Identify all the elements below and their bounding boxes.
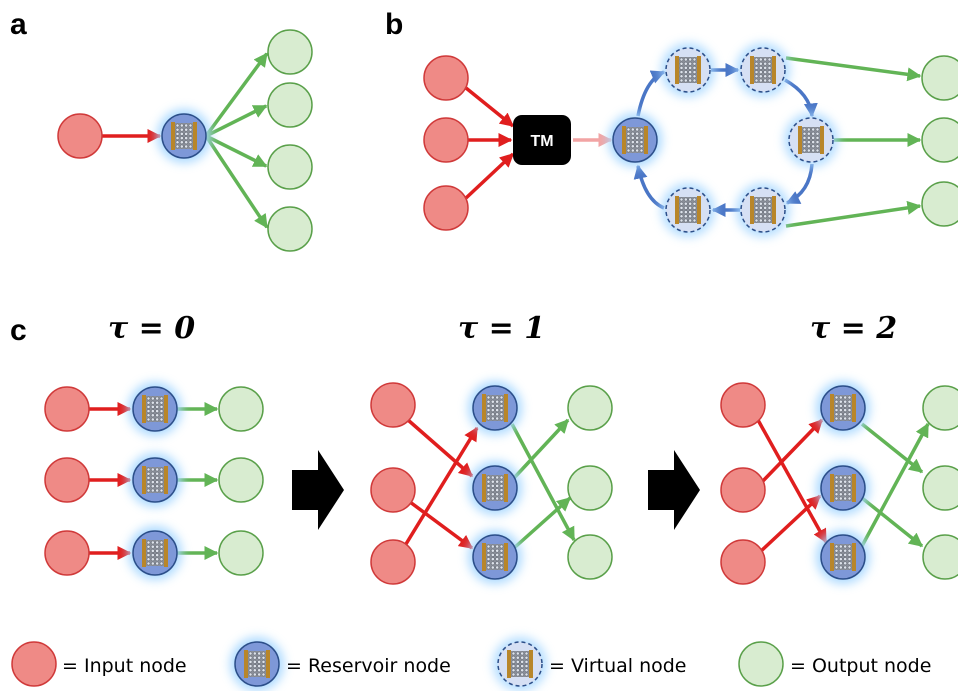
panel-label-c: c	[10, 314, 27, 347]
tau-label-1: τ = 1	[458, 311, 545, 346]
c1-reservoir-node-1	[468, 381, 522, 435]
b-virtual-node-5	[661, 183, 715, 237]
c1-green-arrow-3	[512, 496, 572, 550]
tau-label-0: τ = 0	[108, 311, 195, 346]
a-output-node-2	[267, 82, 313, 128]
transition-arrow-2	[648, 450, 700, 530]
transition-arrow-1	[292, 450, 344, 530]
a-output-node-4	[267, 206, 313, 252]
c1-green-arrow-2	[512, 418, 570, 480]
c0-input-node-1	[44, 386, 90, 432]
b-red-arrow-1	[464, 86, 515, 128]
nodes-layer	[44, 29, 958, 585]
c2-input-node-2	[720, 467, 766, 513]
b-virtual-node-2	[736, 43, 790, 97]
b-loop-arrow-3	[784, 78, 818, 118]
arrows-layer	[89, 52, 930, 560]
b-loop-arrow-1	[636, 70, 666, 117]
b-output-node-1	[921, 55, 958, 101]
c0-input-node-3	[44, 530, 90, 576]
c1-output-node-2	[567, 465, 613, 511]
b-output-node-3	[921, 181, 958, 227]
c2-red-arrow-1	[756, 419, 828, 544]
a-green-arrow-4	[204, 135, 269, 229]
legend-label-output: = Output node	[790, 655, 931, 677]
c1-red-arrow-2	[408, 500, 474, 550]
b-loop-arrow-4	[785, 163, 814, 205]
tm-box: TM	[513, 115, 571, 165]
c2-red-arrow-2	[758, 418, 824, 486]
legend-output-node-icon	[738, 641, 784, 687]
c2-output-node-2	[922, 465, 958, 511]
tm-label: TM	[530, 133, 553, 150]
c2-red-arrow-3	[758, 494, 822, 554]
panel-label-b: b	[385, 8, 403, 41]
b-input-node-1	[423, 55, 469, 101]
a-output-node-3	[267, 144, 313, 190]
c1-green-arrow-1	[510, 423, 576, 542]
a-green-arrow-3	[205, 134, 268, 168]
legend-input-node-icon	[11, 641, 57, 687]
c2-input-node-3	[720, 539, 766, 585]
c2-output-node-1	[922, 385, 958, 431]
c0-output-node-1	[218, 386, 264, 432]
c1-reservoir-node-2	[468, 461, 522, 515]
c1-red-arrow-1	[406, 418, 474, 478]
b-virtual-node-3	[784, 113, 838, 167]
c0-input-node-2	[44, 457, 90, 503]
b-input-node-3	[423, 185, 469, 231]
a-green-arrow-2	[205, 104, 268, 138]
a-reservoir-node	[157, 109, 211, 163]
a-output-node-1	[267, 29, 313, 75]
c0-output-node-2	[218, 457, 264, 503]
c1-output-node-3	[567, 534, 613, 580]
c0-reservoir-node-1	[128, 382, 182, 436]
c2-reservoir-node-2	[816, 461, 870, 515]
c0-reservoir-node-2	[128, 453, 182, 507]
b-virtual-node-1	[661, 43, 715, 97]
panel-label-a: a	[10, 8, 27, 41]
legend-label-input: = Input node	[62, 655, 187, 677]
a-green-arrow-1	[204, 52, 269, 138]
c2-green-arrow-2	[860, 496, 924, 548]
legend-virtual-node-icon	[493, 637, 547, 691]
c0-output-node-3	[218, 530, 264, 576]
c2-green-arrow-1	[860, 422, 924, 474]
c2-input-node-1	[720, 382, 766, 428]
b-virtual-node-4	[736, 183, 790, 237]
b-loop-arrow-6	[633, 164, 665, 210]
c1-reservoir-node-3	[468, 530, 522, 584]
c1-input-node-1	[370, 382, 416, 428]
b-green-arrow-1	[785, 56, 922, 82]
b-red-arrow-3	[464, 152, 515, 200]
b-output-node-2	[921, 117, 958, 163]
c1-input-node-3	[370, 539, 416, 585]
legend-reservoir-node-icon	[230, 637, 284, 691]
a-input-node	[57, 113, 103, 159]
legend-label-reservoir: = Reservoir node	[286, 655, 451, 677]
legend: = Input node = Reservoir node = Virtual …	[11, 637, 931, 691]
legend-label-virtual: = Virtual node	[549, 655, 687, 677]
c1-output-node-1	[567, 385, 613, 431]
tau-label-2: τ = 2	[810, 311, 897, 346]
c2-reservoir-node-1	[816, 381, 870, 435]
b-input-node-2	[423, 117, 469, 163]
b-green-arrow-3	[785, 200, 922, 228]
c2-green-arrow-3	[860, 422, 930, 547]
c1-red-arrow-3	[404, 426, 479, 545]
c1-input-node-2	[370, 467, 416, 513]
b-reservoir-node	[608, 113, 662, 167]
c0-reservoir-node-3	[128, 526, 182, 580]
c2-reservoir-node-3	[816, 530, 870, 584]
c2-output-node-3	[922, 534, 958, 580]
